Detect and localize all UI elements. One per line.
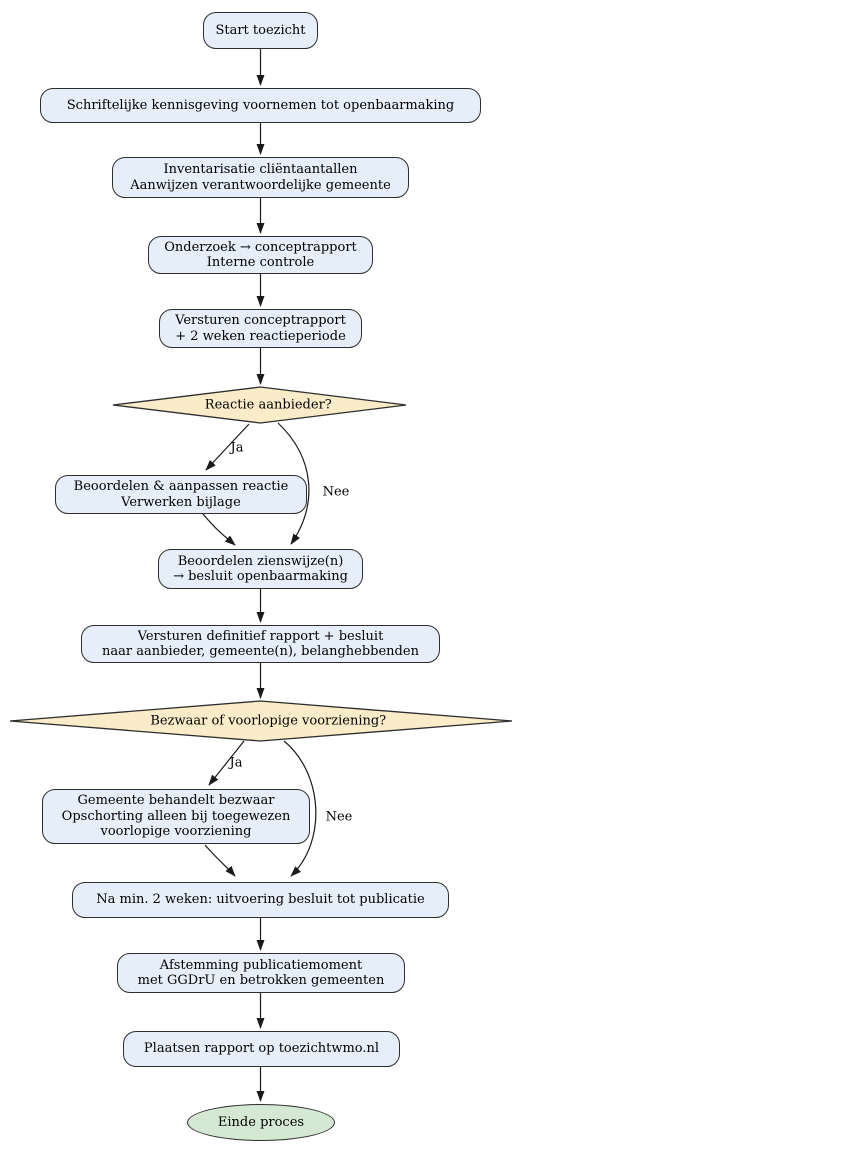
node-einde-proces: Einde proces xyxy=(187,1104,335,1141)
node-beoordelen-aanpassen-reactie: Beoordelen & aanpassen reactie Verwerken… xyxy=(55,475,307,514)
edge-label-ja-reactie: Ja xyxy=(230,440,244,456)
edge-gemeente-to-na-min xyxy=(204,844,236,877)
node-onderzoek-conceptrapport-label: Onderzoek → conceptrapport Interne contr… xyxy=(164,239,357,271)
node-plaatsen-rapport: Plaatsen rapport op toezichtwmo.nl xyxy=(123,1031,400,1067)
node-plaatsen-rapport-label: Plaatsen rapport op toezichtwmo.nl xyxy=(143,1041,380,1057)
decision-bezwaar-voorziening-shape xyxy=(9,700,513,742)
node-inventarisatie-clientaantallen-label: Inventarisatie cliëntaantallen Aanwijzen… xyxy=(130,162,391,193)
node-beoordelen-zienswijze: Beoordelen zienswijze(n) → besluit openb… xyxy=(158,549,363,589)
edge-label-nee-bezwaar: Nee xyxy=(325,809,353,825)
node-onderzoek-conceptrapport: Onderzoek → conceptrapport Interne contr… xyxy=(148,236,373,274)
node-start-toezicht-label: Start toezicht xyxy=(215,22,306,38)
decision-reactie-aanbieder-label: Reactie aanbieder? xyxy=(188,383,332,428)
node-start-toezicht: Start toezicht xyxy=(203,12,318,49)
node-beoordelen-zienswijze-label: Beoordelen zienswijze(n) → besluit openb… xyxy=(173,553,348,585)
edge-bezwaar-ja xyxy=(208,740,245,786)
node-versturen-definitief-rapport: Versturen definitief rapport + besluit n… xyxy=(81,625,440,663)
node-schriftelijke-kennisgeving-label: Schriftelijke kennisgeving voornemen tot… xyxy=(66,97,455,113)
edge-reactie-aanbieder-ja xyxy=(205,423,250,471)
decision-bezwaar-voorziening-text: Bezwaar of voorlopige voorziening? xyxy=(150,713,387,729)
node-versturen-definitief-rapport-label: Versturen definitief rapport + besluit n… xyxy=(102,628,419,660)
decision-reactie-aanbieder-shape xyxy=(112,386,407,424)
node-einde-proces-label: Einde proces xyxy=(217,1114,305,1130)
node-schriftelijke-kennisgeving: Schriftelijke kennisgeving voornemen tot… xyxy=(40,88,481,123)
node-gemeente-behandelt-bezwaar: Gemeente behandelt bezwaar Opschorting a… xyxy=(42,789,310,844)
edge-label-ja-bezwaar: Ja xyxy=(229,755,243,771)
node-versturen-conceptrapport: Versturen conceptrapport + 2 weken react… xyxy=(159,309,362,348)
edge-label-nee-reactie: Nee xyxy=(322,484,350,500)
node-uitvoering-besluit-publicatie-label: Na min. 2 weken: uitvoering besluit tot … xyxy=(96,892,425,908)
decision-bezwaar-voorziening-label: Bezwaar of voorlopige voorziening? xyxy=(134,699,386,744)
edge-bezwaar-nee xyxy=(283,740,317,877)
edge-beoordelen-reactie-to-zienswijze xyxy=(202,513,236,546)
decision-reactie-aanbieder-text: Reactie aanbieder? xyxy=(204,397,332,413)
node-uitvoering-besluit-publicatie: Na min. 2 weken: uitvoering besluit tot … xyxy=(72,882,449,918)
node-afstemming-publicatiemoment: Afstemming publicatiemoment met GGDrU en… xyxy=(117,953,405,993)
node-afstemming-publicatiemoment-label: Afstemming publicatiemoment met GGDrU en… xyxy=(137,957,385,989)
node-inventarisatie-clientaantallen: Inventarisatie cliëntaantallen Aanwijzen… xyxy=(112,157,409,198)
node-beoordelen-aanpassen-reactie-label: Beoordelen & aanpassen reactie Verwerken… xyxy=(73,479,289,510)
node-versturen-conceptrapport-label: Versturen conceptrapport + 2 weken react… xyxy=(175,313,346,344)
node-gemeente-behandelt-bezwaar-label: Gemeente behandelt bezwaar Opschorting a… xyxy=(61,793,291,840)
edge-reactie-aanbieder-nee xyxy=(277,422,310,545)
